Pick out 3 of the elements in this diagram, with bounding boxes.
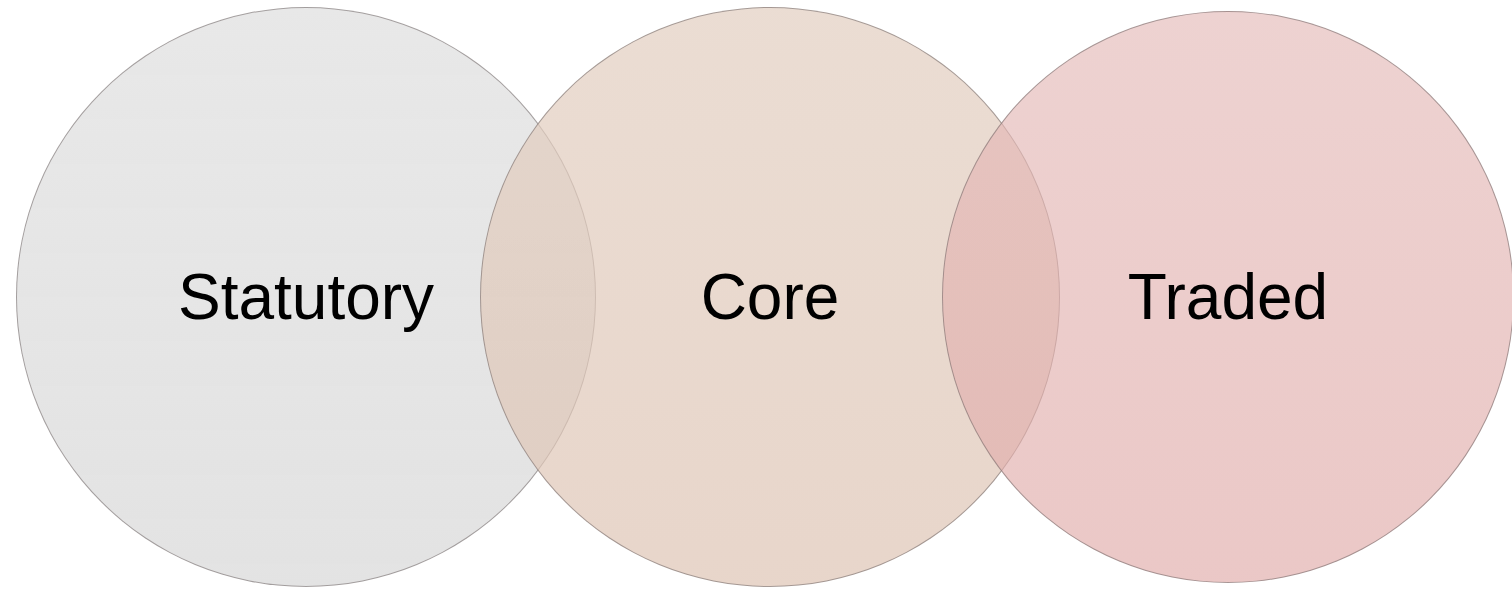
circle-label: Statutory xyxy=(177,260,435,334)
circle-label: Traded xyxy=(1127,260,1329,334)
circle-label: Core xyxy=(700,260,840,334)
